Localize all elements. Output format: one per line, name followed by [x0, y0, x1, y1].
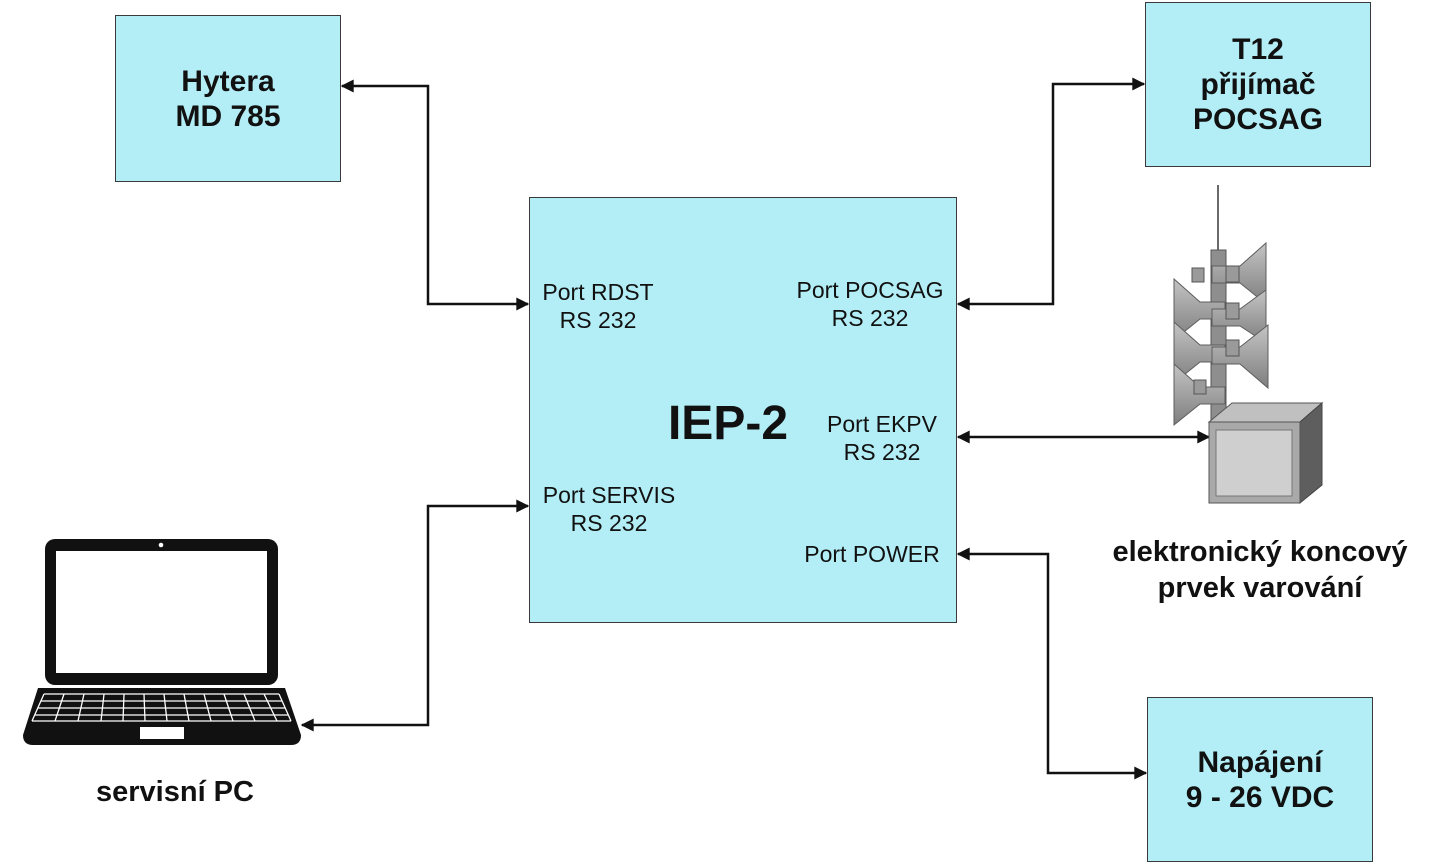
port-servis-interface: RS 232: [570, 510, 648, 536]
laptop-keyboard: [31, 693, 292, 722]
receiver-label-line2: přijímač: [1200, 68, 1316, 101]
receiver-label-line1: T12: [1232, 33, 1284, 66]
port-rdst-label: Port RDST RS 232: [533, 278, 663, 334]
connector-power-supply: [956, 547, 1148, 780]
power-label-line1: Napájení: [1197, 745, 1323, 779]
port-power-name: Port POWER: [804, 541, 940, 567]
port-ekpv-name: Port EKPV: [827, 411, 937, 437]
port-ekpv-label: Port EKPV RS 232: [814, 410, 950, 466]
connector-hytera-rdst: [340, 79, 530, 311]
siren-caption-line2: prvek varování: [1157, 572, 1363, 604]
port-rdst-name: Port RDST: [542, 279, 654, 305]
port-pocsag-label: Port POCSAG RS 232: [784, 276, 956, 332]
hytera-label-line1: Hytera: [181, 64, 275, 98]
iep2-device-box: [529, 197, 957, 623]
port-servis-name: Port SERVIS: [542, 482, 676, 508]
port-rdst-interface: RS 232: [559, 307, 637, 333]
connector-pocsag-t12: [956, 77, 1146, 311]
connector-servis-pc: [300, 499, 530, 732]
siren-caption-line1: elektronický koncový: [1112, 536, 1408, 568]
hytera-label-line2: MD 785: [175, 99, 281, 133]
t12-receiver-box: T12 přijímač POCSAG: [1145, 2, 1371, 167]
port-servis-label: Port SERVIS RS 232: [531, 481, 687, 537]
port-pocsag-name: Port POCSAG: [796, 277, 944, 303]
power-label-line2: 9 - 26 VDC: [1185, 780, 1335, 814]
siren-icon: [1173, 185, 1324, 505]
hytera-radio-box: Hytera MD 785: [115, 15, 341, 182]
iep2-title: IEP-2: [667, 397, 789, 450]
port-ekpv-interface: RS 232: [843, 439, 921, 465]
laptop-icon: [23, 539, 301, 745]
receiver-label-line3: POCSAG: [1192, 103, 1324, 136]
power-supply-box: Napájení 9 - 26 VDC: [1147, 697, 1373, 862]
siren-caption: elektronický koncový prvek varování: [1070, 534, 1429, 606]
port-power-label: Port POWER: [792, 540, 952, 568]
service-pc-caption: servisní PC: [96, 776, 254, 808]
port-pocsag-interface: RS 232: [831, 305, 909, 331]
